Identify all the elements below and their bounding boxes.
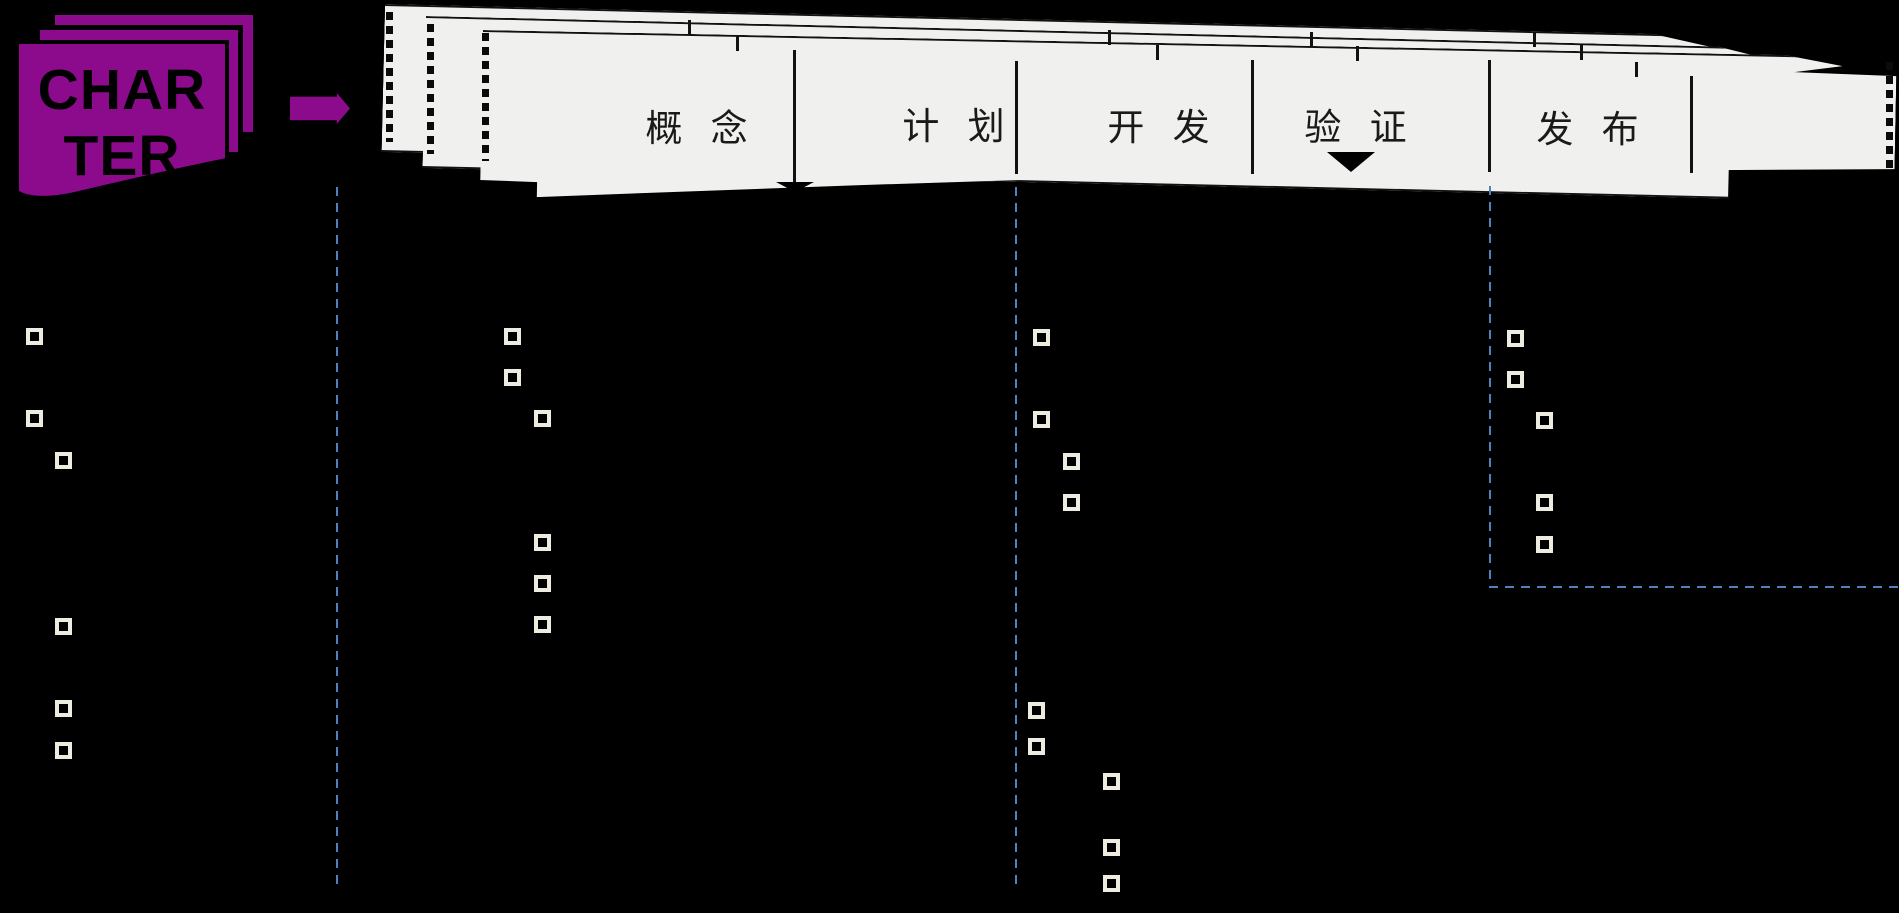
phase-divider	[1690, 76, 1693, 173]
phase-divider	[1488, 60, 1491, 172]
milestone-tick	[1533, 32, 1536, 47]
phase-label-plan: 计 划	[902, 106, 1014, 147]
square-bullet-icon	[534, 410, 551, 427]
square-bullet-icon	[1536, 494, 1553, 511]
square-bullet-icon	[26, 328, 43, 345]
phase-divider	[1251, 60, 1254, 174]
charter-page-front	[15, 40, 229, 200]
charter-title-line1: CHAR	[37, 58, 207, 122]
milestone-tick	[688, 20, 691, 35]
banner-perforation-left-front	[482, 33, 489, 161]
phase-label-develop: 开 发	[1107, 107, 1219, 148]
milestone-tick	[1356, 46, 1359, 61]
banner-perforation-left-middle	[427, 24, 434, 154]
milestone-tick	[1108, 30, 1111, 45]
phase-divider	[1015, 61, 1018, 174]
square-bullet-icon	[26, 410, 43, 427]
phase-label-concept: 概 念	[645, 108, 757, 149]
square-bullet-icon	[55, 700, 72, 717]
square-bullet-icon	[1103, 875, 1120, 892]
square-bullet-icon	[55, 452, 72, 469]
square-bullet-icon	[55, 618, 72, 635]
current-phase-marker-triangle-icon	[1327, 152, 1375, 172]
phase-label-verify: 验 证	[1304, 107, 1416, 148]
square-bullet-icon	[1033, 411, 1050, 428]
square-bullet-icon	[1536, 412, 1553, 429]
banner-perforation-left-back	[386, 12, 393, 142]
guide-line-vertical-3	[1489, 186, 1491, 587]
square-bullet-icon	[504, 328, 521, 345]
square-bullet-icon	[534, 534, 551, 551]
square-bullet-icon	[534, 575, 551, 592]
phase-divider	[793, 50, 796, 183]
square-bullet-icon	[1028, 738, 1045, 755]
square-bullet-icon	[1507, 371, 1524, 388]
square-bullet-icon	[1033, 329, 1050, 346]
milestone-tick	[1310, 32, 1313, 47]
square-bullet-icon	[1028, 702, 1045, 719]
square-bullet-icon	[1063, 494, 1080, 511]
guide-line-vertical-1	[336, 187, 338, 886]
milestone-tick	[1635, 62, 1638, 77]
guide-line-vertical-2	[1015, 187, 1017, 888]
milestone-tick	[736, 36, 739, 51]
milestone-tick	[1156, 45, 1159, 60]
square-bullet-icon	[1063, 453, 1080, 470]
square-bullet-icon	[55, 742, 72, 759]
flow-arrow-icon	[290, 93, 350, 124]
guide-line-horizontal	[1489, 586, 1899, 588]
square-bullet-icon	[1536, 536, 1553, 553]
milestone-tick	[1580, 45, 1583, 60]
banner-perforation-right	[1886, 62, 1893, 170]
phase-gate-dart-icon	[776, 182, 814, 192]
square-bullet-icon	[1507, 330, 1524, 347]
square-bullet-icon	[534, 616, 551, 633]
phase-label-release: 发 布	[1536, 109, 1648, 150]
charter-title-line2: TER	[63, 124, 181, 188]
square-bullet-icon	[1103, 773, 1120, 790]
square-bullet-icon	[504, 369, 521, 386]
square-bullet-icon	[1103, 839, 1120, 856]
